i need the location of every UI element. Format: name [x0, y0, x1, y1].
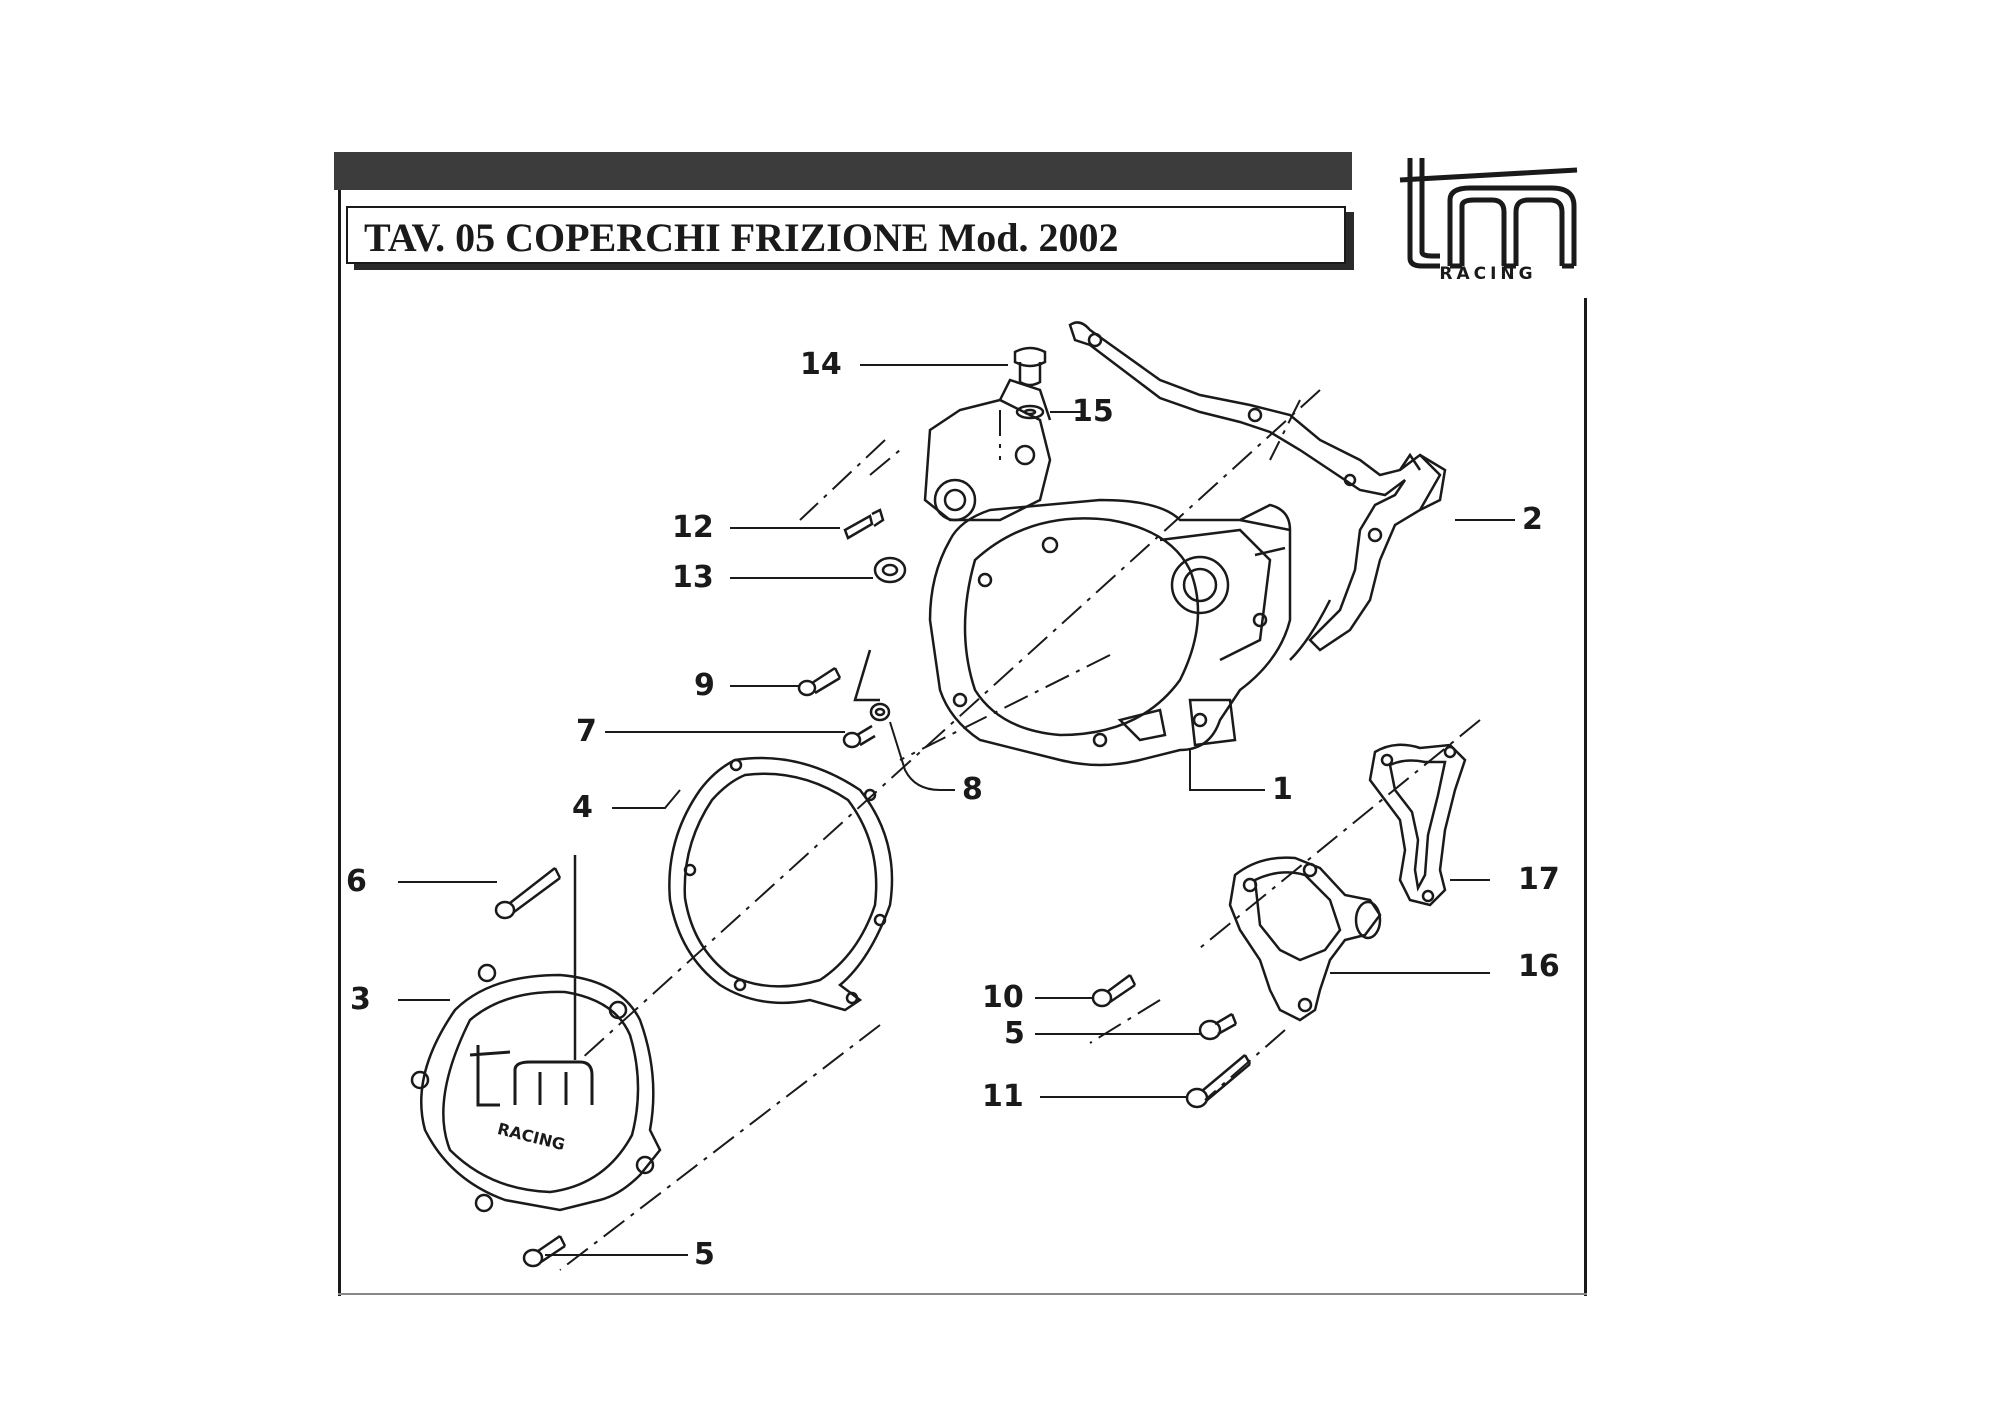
part-17-pump-gasket	[1368, 743, 1467, 907]
callout-7: 7	[576, 714, 597, 749]
part-13-seal	[873, 556, 907, 584]
cover-tm-logo	[469, 1045, 594, 1107]
frame-bottom-border	[338, 1293, 1587, 1295]
callout-5-bottom: 5	[694, 1237, 715, 1272]
callout-11: 11	[982, 1079, 1024, 1114]
tm-racing-logo	[1399, 158, 1578, 269]
part-8-washer	[869, 702, 891, 722]
callout-1: 1	[1272, 772, 1293, 807]
part-1-clutch-cover	[923, 378, 1292, 767]
frame-left-border	[338, 190, 341, 1296]
part-10-screw	[1091, 973, 1137, 1008]
part-16-water-pump-cover	[1228, 856, 1382, 1022]
part-11-screw	[1185, 1054, 1252, 1109]
part-12-screw	[843, 508, 885, 540]
callout-14: 14	[800, 347, 842, 382]
header-bar	[334, 152, 1352, 190]
leader-lines	[398, 364, 1515, 1256]
callout-16: 16	[1518, 949, 1560, 984]
callout-10: 10	[982, 980, 1024, 1015]
callout-8: 8	[962, 772, 983, 807]
part-15-washer	[1015, 404, 1045, 420]
callout-12: 12	[672, 510, 714, 545]
logo-racing-text: RACING	[1439, 264, 1537, 284]
frame-right-border	[1584, 298, 1587, 1296]
part-9-screw	[797, 649, 880, 702]
callout-2: 2	[1522, 502, 1543, 537]
part-14-plug	[1013, 346, 1047, 387]
diagram-title: TAV. 05 COPERCHI FRIZIONE Mod. 2002	[364, 215, 1119, 260]
callout-17: 17	[1518, 862, 1560, 897]
part-7-screw	[842, 724, 876, 749]
callout-5-right: 5	[1004, 1016, 1025, 1051]
callout-15: 15	[1072, 394, 1114, 429]
part-2-cover-gasket	[1068, 321, 1447, 661]
callout-6: 6	[346, 864, 367, 899]
part-5-screw-bottom	[522, 1234, 567, 1268]
part-5-screw-right	[1198, 1012, 1238, 1041]
callout-3: 3	[350, 982, 371, 1017]
part-3-outer-cover	[410, 963, 662, 1213]
part-4-gasket-ring	[668, 756, 894, 1012]
callout-4: 4	[572, 790, 593, 825]
title-box: TAV. 05 COPERCHI FRIZIONE Mod. 2002	[346, 206, 1346, 264]
cover-racing-text: RACING	[496, 1119, 567, 1154]
callout-13: 13	[672, 560, 714, 595]
part-6-screw	[494, 855, 577, 1060]
callout-9: 9	[694, 668, 715, 703]
